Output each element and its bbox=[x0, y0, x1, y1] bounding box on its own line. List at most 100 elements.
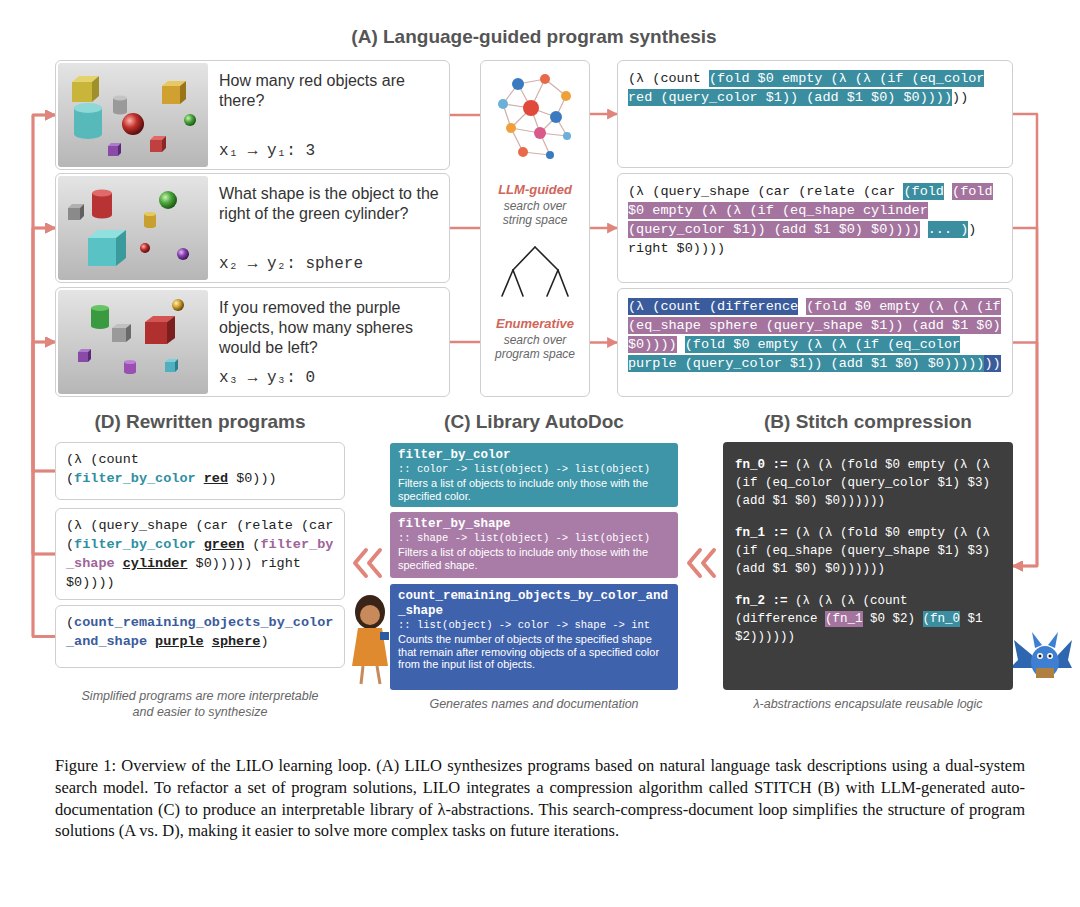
flow-arrow bbox=[1013, 114, 1037, 566]
book bbox=[380, 632, 389, 640]
network-node bbox=[534, 127, 546, 139]
text-block: filter_by_color bbox=[398, 448, 670, 463]
stitch-panel: (B) Stitch compressionfn_0 :=(λ (λ (fold… bbox=[723, 442, 1013, 690]
network-node bbox=[546, 151, 554, 159]
flow-arrow bbox=[33, 228, 55, 471]
chevron-stroke bbox=[703, 550, 714, 576]
text-block: (λ (count (difference(fold $0 empty (λ (… bbox=[628, 297, 1002, 373]
scene-render bbox=[58, 63, 208, 167]
cube-side bbox=[175, 359, 178, 372]
program-code: cylinder bbox=[123, 556, 188, 571]
doc-text: :: color -> list(object) -> list(object) bbox=[398, 463, 650, 475]
text-block: LLM-guided bbox=[481, 182, 589, 197]
doc-text: Filters a list of objects to include onl… bbox=[398, 477, 648, 502]
sphere bbox=[172, 299, 184, 311]
pupil bbox=[1049, 655, 1052, 658]
network-node bbox=[561, 91, 571, 101]
flow-arrow bbox=[1013, 343, 1037, 567]
cube-side bbox=[88, 349, 91, 362]
cylinder-top bbox=[113, 96, 127, 101]
text-block: fn_2 :=(λ (λ (λ (count (difference(fn_1$… bbox=[735, 592, 1001, 646]
flow-arrow bbox=[450, 341, 480, 344]
cylinder-base bbox=[91, 323, 109, 329]
text-block: x₁ → y₁: 3 bbox=[219, 141, 441, 161]
cube-front bbox=[88, 238, 116, 266]
program-code: (λ (count bbox=[628, 71, 701, 86]
network-node bbox=[540, 74, 550, 84]
text-block: (count_remaining_objects_by_color_and_sh… bbox=[66, 613, 334, 651]
program-code: filter_by_color bbox=[74, 471, 196, 486]
book bbox=[1036, 668, 1054, 678]
text-block: :: shape -> list(object) -> list(object) bbox=[398, 532, 670, 545]
cube-side bbox=[118, 143, 121, 156]
wing bbox=[1058, 640, 1072, 668]
abstraction-code: fn_2 := bbox=[735, 594, 788, 608]
tree-branch bbox=[535, 247, 558, 270]
cylinder-base bbox=[144, 224, 156, 228]
text-block: fn_0 :=(λ (λ (fold $0 empty (λ (λ (if (e… bbox=[735, 456, 1001, 510]
program-code: filter_by_color bbox=[74, 537, 196, 552]
question-text: x₃ → y₃: 0 bbox=[219, 369, 315, 387]
program-box: (λ (count(fold $0 empty (λ (λ (if (eq_co… bbox=[617, 60, 1013, 168]
doc-text: Counts the number of objects of the spec… bbox=[398, 633, 659, 670]
text-block: How many red objects are there? bbox=[219, 71, 441, 111]
doc-text: :: shape -> list(object) -> list(object) bbox=[398, 532, 650, 544]
flow-arrow bbox=[33, 115, 55, 637]
cube-side bbox=[92, 76, 99, 102]
network-node bbox=[512, 78, 524, 90]
abstraction-code: (fn_1 bbox=[825, 611, 863, 627]
text-block: (λ (query_shape (car (relate (car(fold(f… bbox=[628, 182, 1002, 258]
doc-text: filter_by_color bbox=[398, 448, 511, 462]
text-block: If you removed the purple objects, how m… bbox=[219, 298, 441, 358]
program-code: sphere bbox=[212, 634, 261, 649]
text-block: search over string space bbox=[481, 199, 589, 228]
network-node bbox=[563, 132, 571, 140]
program-code: ) bbox=[260, 634, 268, 649]
text-block: :: color -> list(object) -> list(object) bbox=[398, 463, 670, 476]
text-block: What shape is the object to the right of… bbox=[219, 184, 441, 224]
cube-front bbox=[108, 146, 118, 156]
text-block: Filters a list of objects to include onl… bbox=[398, 477, 670, 502]
text-block: x₂ → y₂: sphere bbox=[219, 254, 441, 274]
sphere bbox=[140, 243, 150, 253]
sphere bbox=[184, 114, 196, 126]
text-block: count_remaining_objects_by_color_and_sha… bbox=[398, 589, 670, 619]
tree-branch bbox=[547, 270, 558, 296]
question-text: x₁ → y₁: 3 bbox=[219, 142, 315, 160]
chevron-stroke bbox=[355, 550, 366, 576]
question-panel: How many red objects are there? x₁ → y₁: … bbox=[55, 60, 450, 170]
neural-network-icon bbox=[498, 74, 571, 159]
cylinder-top bbox=[144, 212, 156, 216]
flow-arrow bbox=[33, 115, 55, 554]
cylinder-top bbox=[74, 103, 102, 113]
flow-arrow bbox=[33, 228, 55, 637]
cube-side bbox=[116, 230, 126, 266]
text-block: search over program space bbox=[481, 333, 589, 362]
library-doc-card: filter_by_color:: color -> list(object) … bbox=[390, 443, 678, 507]
panel-note: Generates names and documentation bbox=[390, 697, 678, 711]
text-block: Enumerative bbox=[481, 316, 589, 331]
figure-caption: Figure 1: Overview of the LILO learning … bbox=[55, 755, 1025, 842]
ear bbox=[1048, 632, 1058, 648]
doc-text: filter_by_shape bbox=[398, 517, 511, 531]
tree-branch bbox=[513, 247, 535, 270]
question-text: How many red objects are there? bbox=[219, 72, 405, 109]
rewritten-program-box: (λ (count (filter_by_colorred$0))) bbox=[55, 442, 345, 500]
program-code: green bbox=[204, 537, 245, 552]
question-text: x₂ → y₂: sphere bbox=[219, 255, 363, 273]
program-code: (fold bbox=[903, 183, 944, 200]
eye bbox=[1047, 653, 1053, 659]
question-text: What shape is the object to the right of… bbox=[219, 185, 439, 222]
network-node bbox=[498, 99, 508, 109]
program-code: )) bbox=[952, 90, 968, 105]
text-block: (λ (query_shape (car (relate (car (filte… bbox=[66, 516, 334, 592]
sphere bbox=[177, 248, 189, 260]
sphere bbox=[122, 113, 144, 135]
cube-front bbox=[165, 362, 175, 372]
eye bbox=[1037, 653, 1043, 659]
rewritten-program-box: (λ (query_shape (car (relate (car (filte… bbox=[55, 508, 345, 600]
cylinder-base bbox=[92, 212, 112, 219]
text-block: (λ (count(fold $0 empty (λ (λ (if (eq_co… bbox=[628, 69, 1002, 107]
leg bbox=[377, 666, 380, 684]
ear bbox=[1032, 632, 1042, 648]
